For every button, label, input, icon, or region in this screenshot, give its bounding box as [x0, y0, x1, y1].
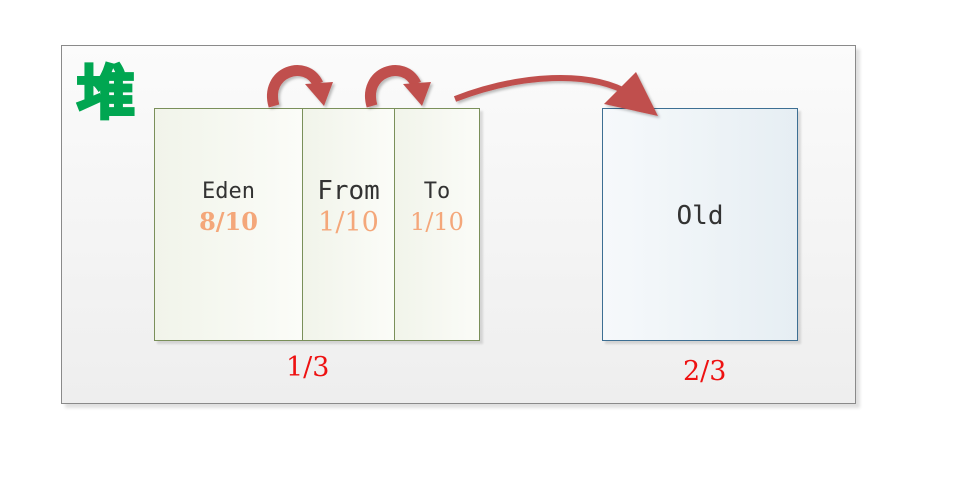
from-region: From 1/10 — [302, 109, 394, 340]
eden-label: Eden — [202, 179, 255, 204]
from-ratio: 1/10 — [318, 207, 379, 238]
old-share-label: 2/3 — [683, 356, 727, 387]
heap-title: 堆 — [75, 58, 136, 129]
to-label: To — [423, 179, 451, 204]
to-region: To 1/10 — [394, 109, 479, 340]
to-ratio: 1/10 — [410, 208, 464, 236]
old-generation: Old — [602, 108, 798, 341]
from-label: From — [317, 176, 380, 206]
eden-region: Eden 8/10 — [155, 109, 302, 340]
young-share-label: 1/3 — [286, 352, 330, 383]
old-label: Old — [676, 201, 724, 231]
young-generation: Eden 8/10 From 1/10 To 1/10 — [154, 108, 480, 341]
eden-ratio: 8/10 — [199, 207, 258, 236]
